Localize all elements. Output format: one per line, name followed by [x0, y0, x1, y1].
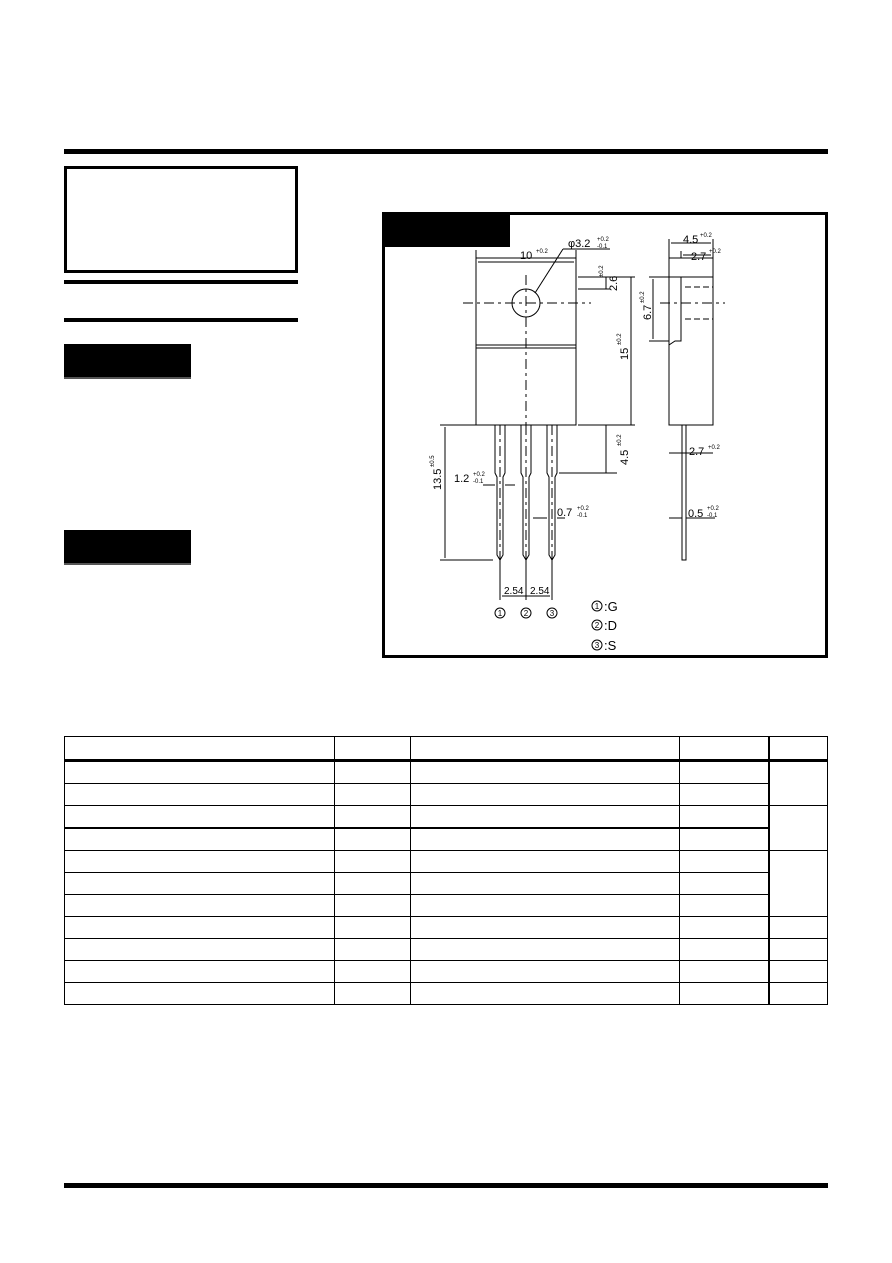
dim-lead-thin-tol-bot: -0.1 — [577, 513, 588, 519]
dim-pitch-1: 2.54 — [504, 586, 524, 597]
package-drawing-header — [382, 212, 510, 247]
table-row — [64, 872, 828, 895]
side-lead — [681, 424, 687, 561]
bottom-rule — [64, 1183, 828, 1188]
dim-lead-length: 13.5 — [432, 469, 444, 490]
table-row — [64, 982, 828, 1005]
dim-tab-to-lead-tol: ±0.2 — [617, 434, 623, 446]
subtitle-rule-top — [64, 280, 298, 284]
table-row — [64, 827, 828, 851]
dim-lead-length-tol: ±0.5 — [430, 455, 436, 467]
front-view — [440, 248, 635, 600]
table-row — [64, 805, 828, 851]
legend-num-2: 2 — [595, 621, 600, 630]
table-row — [64, 916, 828, 939]
dim-lead-thick: 0.5 — [688, 508, 703, 520]
legend-label-1: :G — [604, 599, 618, 614]
title-box — [64, 166, 298, 273]
side-body — [668, 257, 714, 426]
dim-lead-width-tol-bot: -0.1 — [473, 479, 484, 485]
applications-section-bar — [64, 530, 191, 565]
dim-side-height: 6.7 — [642, 305, 654, 320]
dim-width-tol: +0.2 — [536, 249, 549, 255]
dim-lead-width: 1.2 — [454, 473, 469, 485]
pin-markers: 1 2 3 — [494, 607, 558, 619]
pin-marker-2: 2 — [524, 609, 529, 618]
table-row — [64, 760, 828, 806]
dim-width: 10 — [520, 250, 532, 262]
legend-num-1: 1 — [595, 602, 600, 611]
features-section-bar — [64, 344, 191, 379]
legend-num-3: 3 — [595, 641, 600, 650]
dim-side-height-tol: ±0.2 — [640, 291, 646, 303]
dim-hole-tol-top: +0.2 — [597, 237, 610, 243]
dim-hole-tol-bot: -0.1 — [597, 244, 608, 250]
table-row — [64, 894, 828, 917]
legend-label-3: :S — [604, 638, 617, 653]
package-outline-drawing: 10 +0.2 φ3.2 +0.2 -0.1 2.6 ±0.2 15 ±0.2 … — [430, 233, 725, 653]
table-row — [64, 938, 828, 961]
legend-label-2: :D — [604, 618, 617, 633]
pin-legend: 1 :G 2 :D 3 :S — [591, 599, 618, 653]
dim-tab-step: 2.7 — [691, 251, 706, 263]
side-view — [649, 239, 725, 561]
table-row — [64, 960, 828, 983]
dim-body-height: 15 — [619, 348, 631, 360]
dim-thickness-tol: +0.2 — [700, 233, 713, 239]
table-row — [64, 850, 828, 917]
dim-thickness: 4.5 — [683, 234, 698, 246]
dim-lead-offset: 2.7 — [689, 446, 704, 458]
dim-hole: φ3.2 — [568, 238, 590, 250]
pin-marker-1: 1 — [498, 609, 503, 618]
absolute-max-ratings-table — [64, 736, 828, 1005]
dim-hole-offset-tol: ±0.2 — [599, 265, 605, 277]
dim-lead-thick-tol-top: +0.2 — [707, 506, 720, 512]
dim-tab-to-lead: 4.5 — [619, 450, 631, 465]
table-row — [64, 783, 828, 806]
dim-body-height-tol: ±0.2 — [617, 333, 623, 345]
package-drawing-frame — [382, 212, 828, 658]
table-header-row — [64, 736, 828, 762]
dim-pitch-2: 2.54 — [530, 586, 550, 597]
dim-hole-offset: 2.6 — [608, 276, 620, 291]
dim-lead-thin-tol-top: +0.2 — [577, 506, 590, 512]
top-rule — [64, 149, 828, 154]
dim-lead-width-tol-top: +0.2 — [473, 472, 486, 478]
dim-lead-thick-tol-bot: -0.1 — [707, 513, 718, 519]
subtitle-rule-bottom — [64, 318, 298, 322]
dim-tab-step-tol: +0.2 — [709, 249, 722, 255]
pin-marker-3: 3 — [550, 609, 555, 618]
dim-lead-offset-tol: +0.2 — [708, 445, 721, 451]
dim-lead-thin: 0.7 — [557, 507, 572, 519]
